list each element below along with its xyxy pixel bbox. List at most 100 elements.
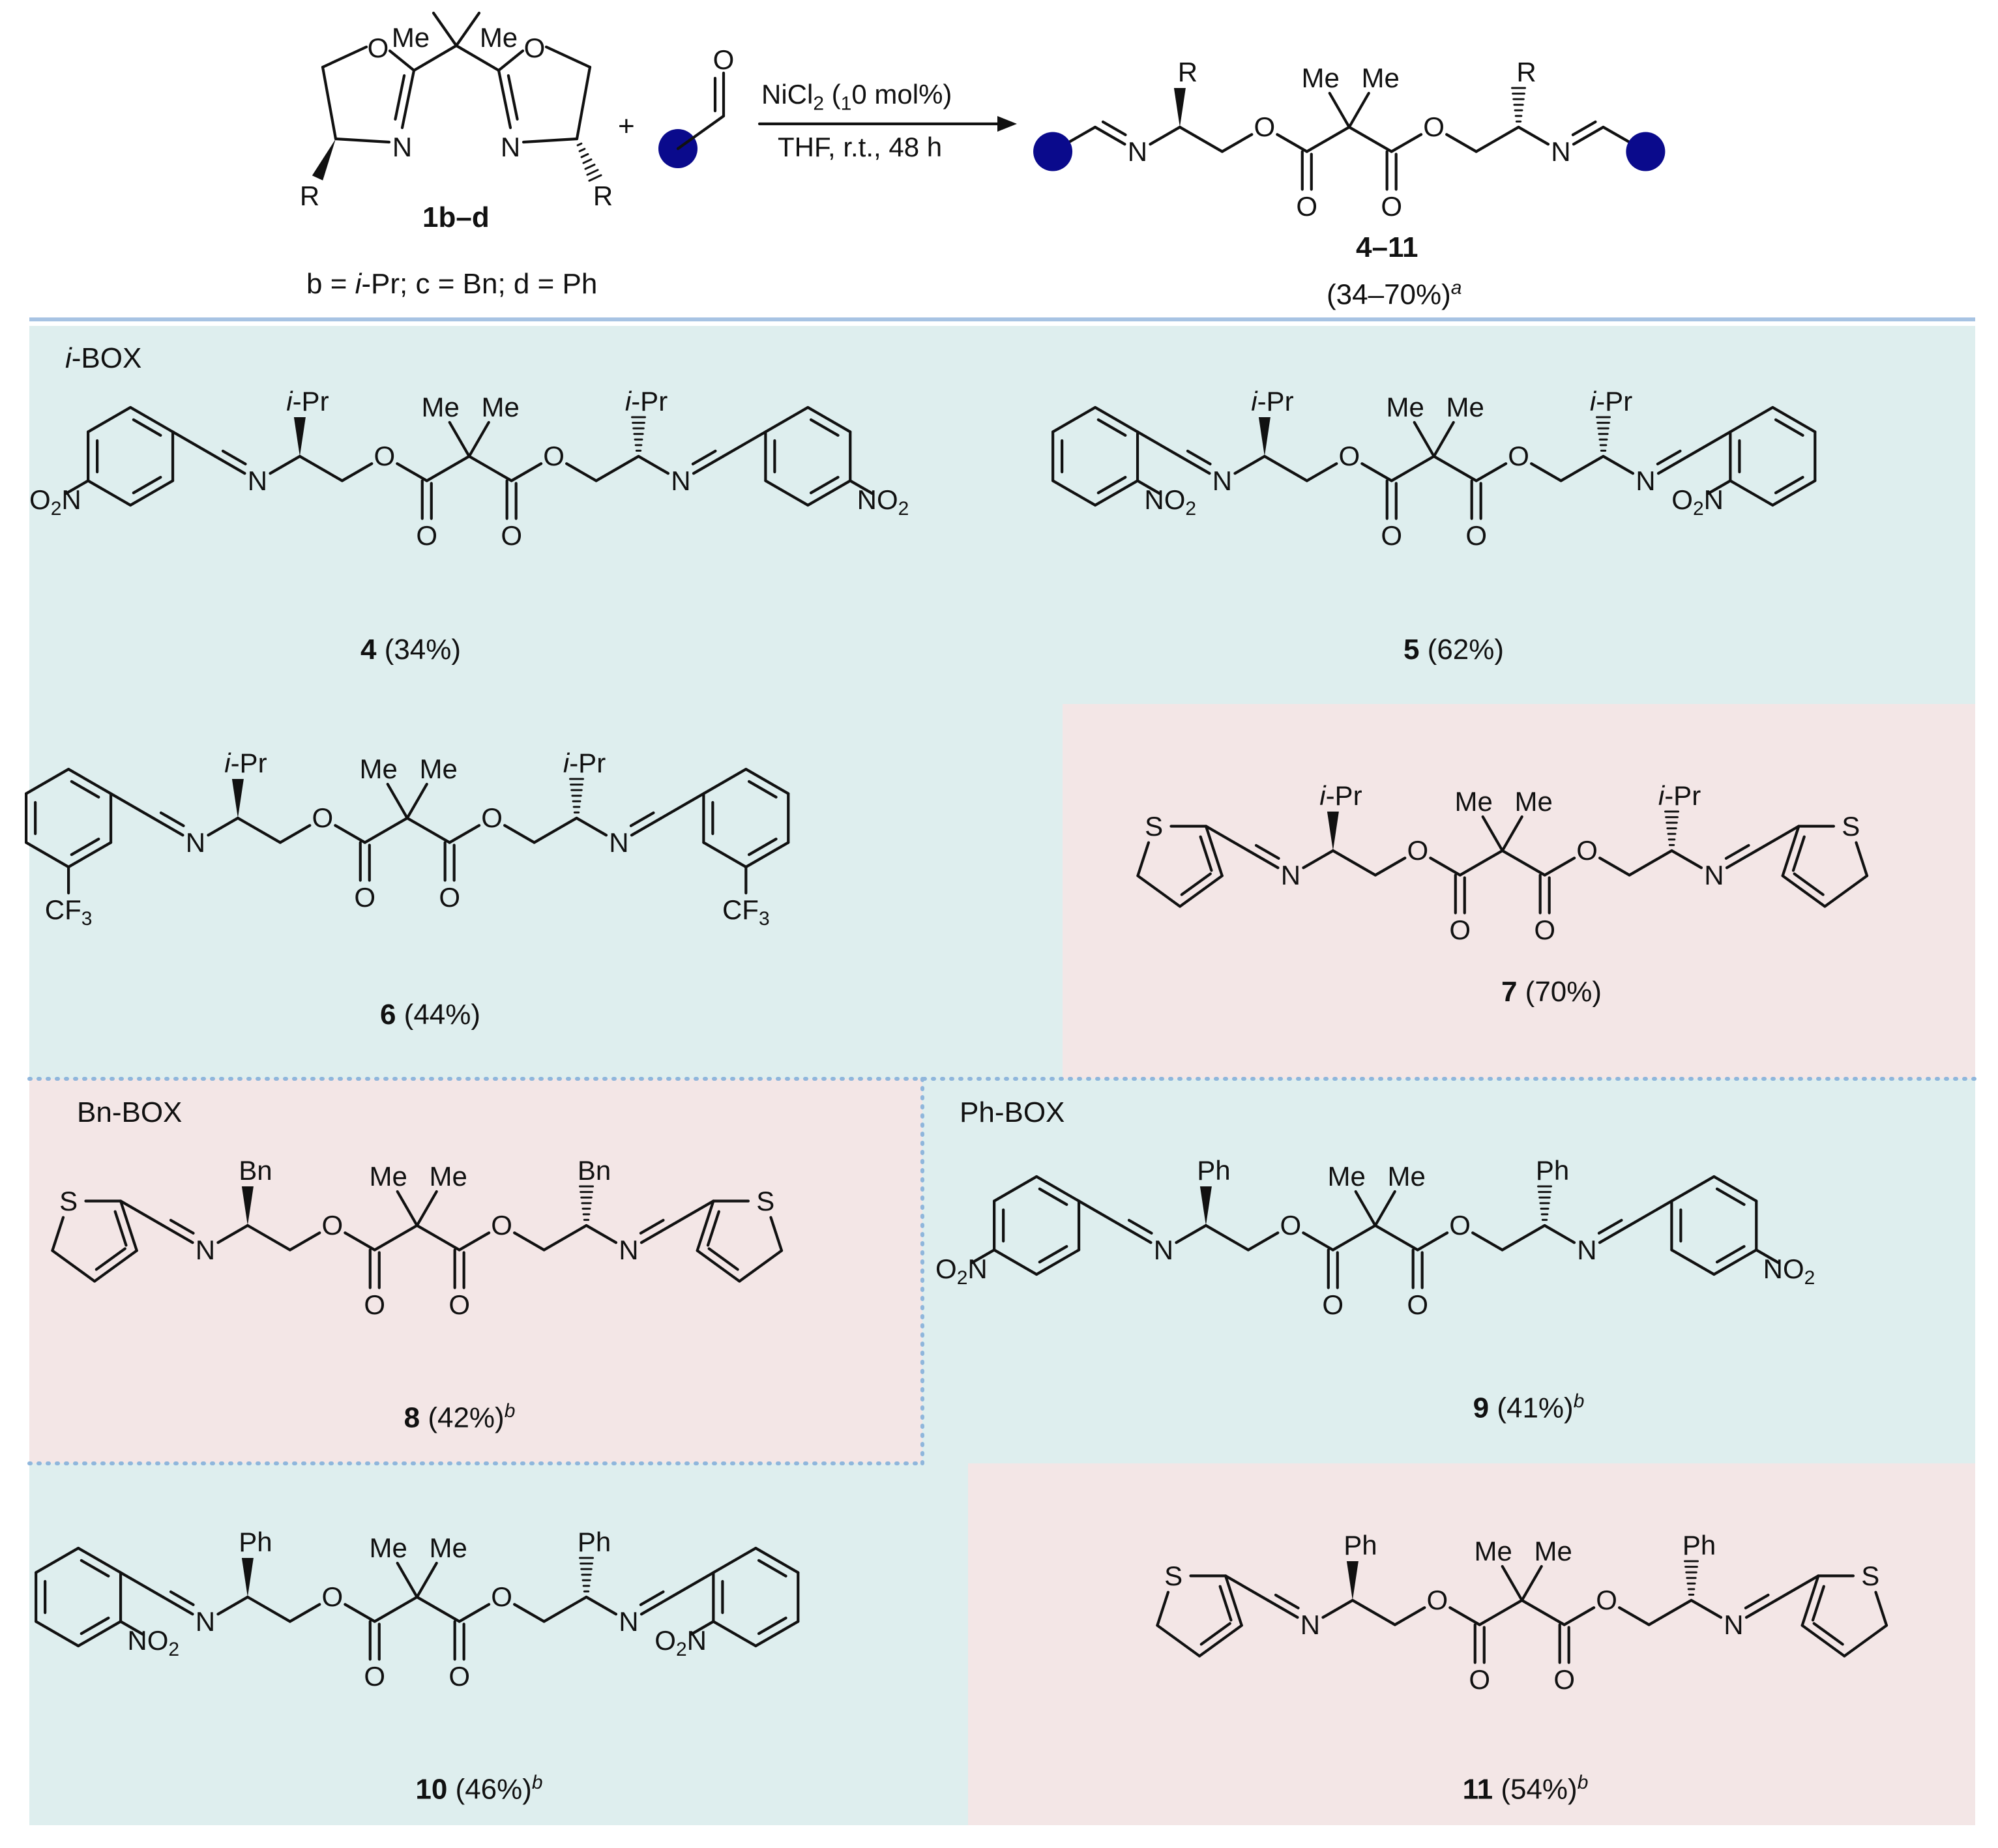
compound-4-bond bbox=[467, 420, 490, 458]
ligand-r: R bbox=[299, 181, 320, 211]
compound-6-bond bbox=[334, 824, 366, 844]
compound-10-ring bbox=[712, 1546, 757, 1574]
compound-4-ring bbox=[87, 479, 132, 507]
compound-10-ring bbox=[119, 1620, 145, 1636]
compound-7-bond bbox=[1501, 849, 1546, 877]
ring-substituent: CF3 bbox=[722, 894, 770, 930]
panel-6 bbox=[29, 704, 1063, 1079]
stereo-substituent: R bbox=[1516, 57, 1536, 87]
compound-7-bond bbox=[1331, 849, 1377, 877]
compound-4-ring bbox=[806, 405, 852, 433]
ester-o-label: O bbox=[543, 441, 565, 471]
compound-4-ring bbox=[132, 476, 162, 495]
compound-7-ring bbox=[1199, 835, 1213, 872]
compound-6-ring bbox=[747, 838, 778, 857]
compound-6-bond bbox=[575, 816, 608, 837]
compound-5-ring bbox=[1706, 479, 1732, 495]
thiophene-s-label: S bbox=[59, 1185, 78, 1216]
compound-8-ring bbox=[769, 1216, 784, 1252]
compound-11-caption: 11 (54%)b bbox=[1462, 1772, 1589, 1806]
ligand-bond bbox=[400, 68, 416, 130]
compound-9-ring bbox=[1715, 1245, 1746, 1264]
compound-10-bond bbox=[396, 1561, 419, 1599]
ester-o-label: O bbox=[491, 1581, 512, 1612]
compound-9-ring bbox=[1755, 1248, 1781, 1265]
ligand-bond bbox=[412, 44, 458, 72]
compound-8-bond bbox=[639, 1218, 665, 1235]
compound-8-ring bbox=[696, 1199, 715, 1252]
thiophene-s-label: S bbox=[1842, 810, 1860, 842]
ligand-bond bbox=[544, 45, 592, 69]
stereo-substituent: i-Pr bbox=[1589, 386, 1633, 417]
compound-11-ring bbox=[1218, 1585, 1233, 1622]
compound-5-ring bbox=[1771, 405, 1817, 433]
header-product-bond bbox=[1220, 133, 1254, 153]
aldehyde-bond bbox=[676, 114, 726, 151]
yield-range-text: (34–70%) bbox=[1327, 278, 1451, 311]
compound-5-ring bbox=[1051, 405, 1097, 433]
compound-6-bond bbox=[363, 816, 409, 844]
compound-9-ring bbox=[1670, 1175, 1716, 1203]
methyl-label: Me bbox=[1361, 63, 1400, 93]
compound-5-caption: 5 (62%) bbox=[1403, 634, 1505, 666]
compound-4-ring bbox=[87, 405, 132, 433]
compound-6-ring bbox=[109, 792, 155, 820]
compound-5-bond bbox=[1233, 454, 1267, 475]
compound-6-ring bbox=[66, 841, 113, 869]
compound-10-bond bbox=[161, 1595, 194, 1616]
compound-10-ring bbox=[80, 1617, 110, 1635]
methyl-label: Me bbox=[1386, 392, 1424, 422]
compound-6-bond bbox=[533, 816, 578, 844]
ester-o-label: O bbox=[481, 802, 503, 833]
compound-7-bond bbox=[1725, 849, 1758, 870]
compound-4-bond bbox=[298, 454, 344, 482]
compound-7-bond bbox=[1501, 815, 1523, 853]
compound-6-bond bbox=[503, 824, 536, 844]
ring-substituent: O2N bbox=[1671, 484, 1724, 520]
compound-8-ring bbox=[113, 1210, 128, 1247]
methyl-label: Me bbox=[481, 392, 520, 422]
compound-9-bond bbox=[1374, 1224, 1419, 1252]
stereo-wedge bbox=[241, 1558, 254, 1597]
compound-10-ring bbox=[757, 1617, 787, 1635]
substituent-dot bbox=[1626, 132, 1666, 171]
header-product-bond bbox=[1305, 125, 1351, 153]
compound-8-ring bbox=[669, 1199, 715, 1227]
compound-4-ring bbox=[809, 418, 840, 437]
compound-11-bond bbox=[1478, 1598, 1523, 1626]
compound-6-ring bbox=[25, 767, 70, 795]
compound-9-ring bbox=[1628, 1199, 1673, 1227]
compound-10-ring bbox=[80, 1559, 110, 1577]
ligand-hash bbox=[578, 147, 586, 153]
compound-6-ring bbox=[747, 780, 778, 799]
carbonyl-o-label: O bbox=[1469, 1664, 1491, 1695]
compound-10-bond bbox=[246, 1595, 291, 1623]
compound-10-ring bbox=[754, 1620, 800, 1648]
compound-6-bond bbox=[405, 816, 451, 844]
compound-11-bond bbox=[1266, 1598, 1299, 1619]
imine-n-label: N bbox=[1280, 859, 1301, 890]
compound-8-bond bbox=[288, 1231, 321, 1252]
compound-11-ring bbox=[1812, 1622, 1844, 1646]
header-product-bond bbox=[1571, 120, 1597, 136]
header-product-bond bbox=[1572, 125, 1605, 146]
compound-11-bond bbox=[1563, 1606, 1596, 1626]
compound-7-ring bbox=[1204, 825, 1250, 853]
ligand-r: R bbox=[593, 181, 613, 211]
header-product-bond bbox=[1390, 133, 1423, 153]
compound-7-ring bbox=[1781, 825, 1800, 877]
compound-6-ring bbox=[70, 780, 100, 799]
compound-7-ring bbox=[1823, 874, 1869, 908]
compound-10-caption: 10 (46%)b bbox=[415, 1772, 543, 1806]
carbonyl-o-label: O bbox=[1407, 1289, 1428, 1320]
compound-11-bond bbox=[1501, 1564, 1523, 1602]
methyl-label: Me bbox=[1534, 1536, 1572, 1566]
compound-6-bond bbox=[386, 782, 409, 820]
compound-4-ring bbox=[809, 476, 840, 495]
compound-4-ring bbox=[764, 479, 810, 507]
compound-9-ring bbox=[993, 1175, 1038, 1203]
compound-9-bond bbox=[1501, 1224, 1546, 1252]
compound-6-bond bbox=[207, 816, 240, 837]
imine-n-label: N bbox=[195, 1606, 216, 1637]
compound-5-ring bbox=[1774, 418, 1804, 437]
